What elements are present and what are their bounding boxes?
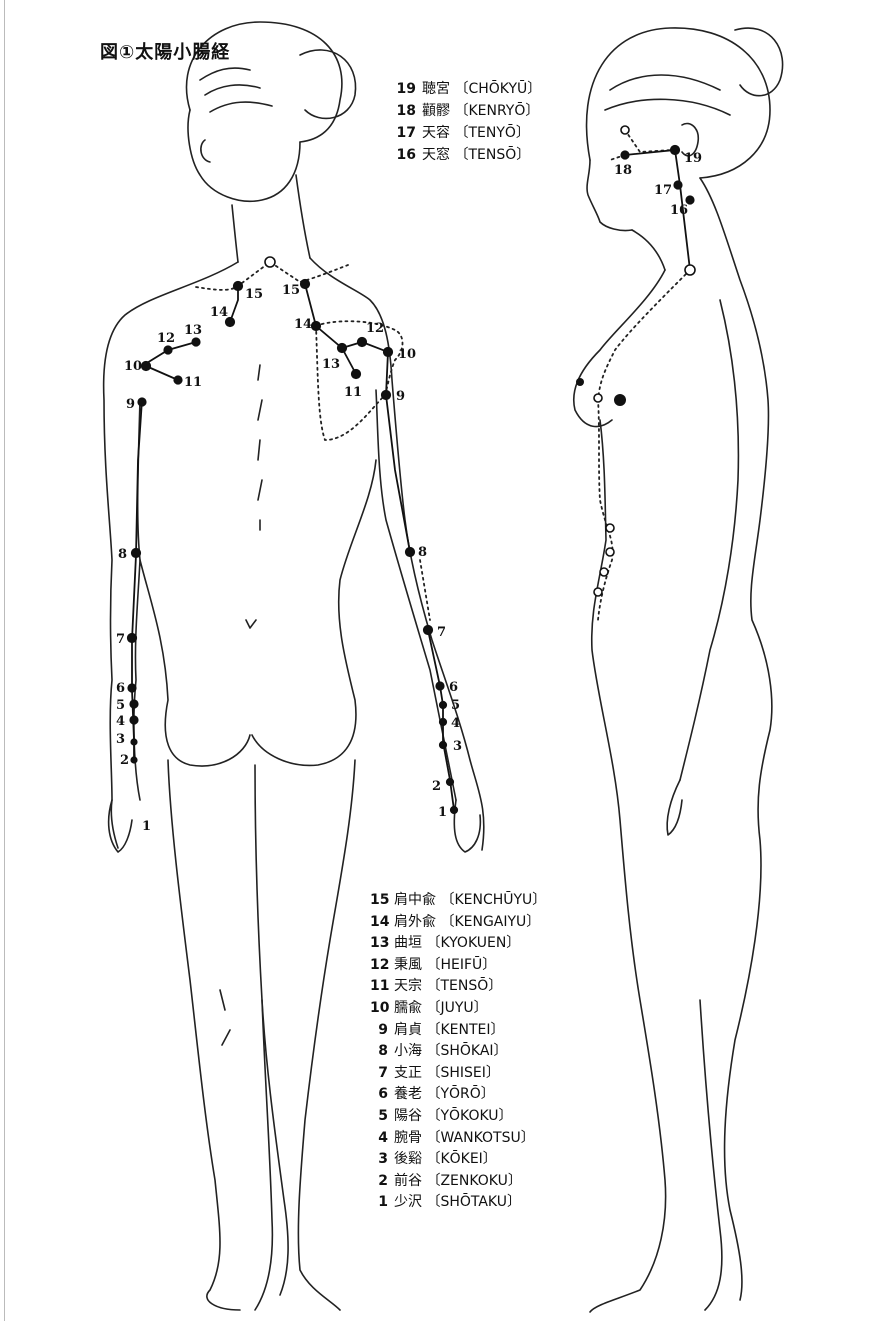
rback-point-label-5: 5 [451,698,460,713]
side-point-label-17: 17 [654,183,672,198]
figure-title: 図①太陽小腸経 [100,38,230,64]
side-view-figure [574,28,783,1312]
rback-point-label-8: 8 [418,545,427,560]
rback-point-label-4: 4 [451,716,460,731]
back-point-label-12: 12 [157,331,175,346]
rback-point-label-7: 7 [437,625,446,640]
rback-point-label-2: 2 [432,779,441,794]
back-point-label-3: 3 [116,732,125,747]
back-point-label-14: 14 [210,305,228,320]
side-point-label-18: 18 [614,163,632,178]
back-point-label-13: 13 [184,323,202,338]
rback-point-label-6: 6 [449,680,458,695]
rback-point-label-15: 15 [282,283,300,298]
rback-point-label-9: 9 [396,389,405,404]
side-point-label-16: 16 [670,203,688,218]
back-point-label-15: 15 [245,287,263,302]
back-point-label-7: 7 [116,632,125,647]
rback-point-label-12: 12 [366,321,384,336]
back-point-label-6: 6 [116,681,125,696]
back-point-label-5: 5 [116,698,125,713]
rback-point-label-1: 1 [438,805,447,820]
rback-point-label-13: 13 [322,357,340,372]
rback-point-label-10: 10 [398,347,416,362]
rback-point-label-3: 3 [453,739,462,754]
back-point-label-1: 1 [142,819,151,834]
back-point-label-11: 11 [184,375,202,390]
back-point-label-8: 8 [118,547,127,562]
rback-point-label-11: 11 [344,385,362,400]
back-point-label-2: 2 [120,753,129,768]
rback-point-label-14: 14 [294,317,312,332]
back-point-label-9: 9 [126,397,135,412]
back-point-label-4: 4 [116,714,125,729]
back-point-label-10: 10 [124,359,142,374]
side-point-label-19: 19 [684,151,702,166]
